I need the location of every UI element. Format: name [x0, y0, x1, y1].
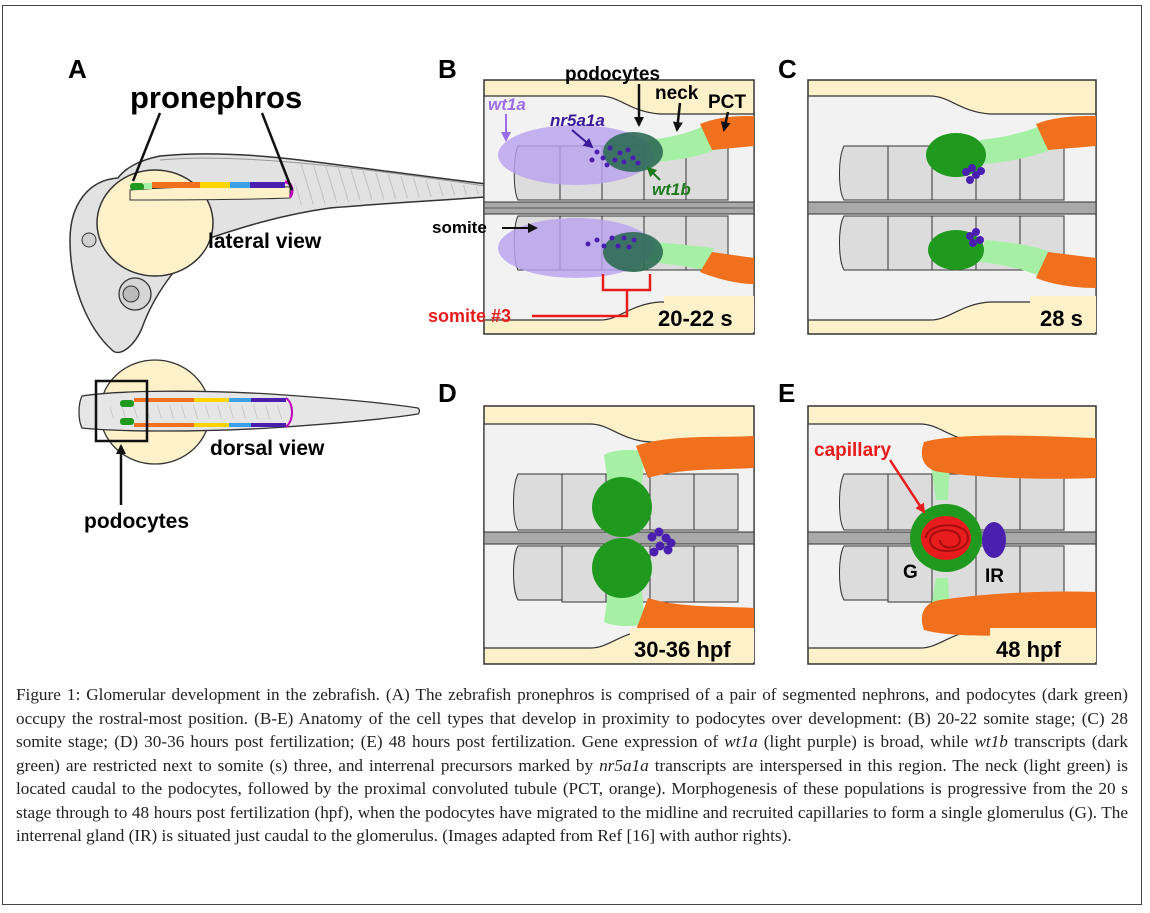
caption-label: Figure 1: — [16, 685, 81, 704]
stage-label-e: 48 hpf — [996, 637, 1061, 662]
panel-d-drawing — [483, 405, 755, 665]
wt1a-label: wt1a — [488, 95, 526, 114]
figure-caption: Figure 1: Glomerular development in the … — [16, 683, 1128, 848]
stage-label-b: 20-22 s — [658, 306, 733, 331]
pronephros-pointer-2 — [260, 112, 294, 191]
somite3-label: somite #3 — [428, 306, 511, 326]
panel-letter-b: B — [438, 54, 457, 84]
panel-letter-c: C — [778, 54, 797, 84]
neck-label: neck — [655, 83, 699, 104]
dorsal-view-label: dorsal view — [210, 437, 325, 460]
podocytes-label-a: podocytes — [84, 510, 189, 533]
lateral-view-label: lateral view — [208, 230, 322, 253]
wt1b-arrow — [646, 166, 661, 181]
somite3-bracket — [532, 274, 652, 318]
podocytes-label-b: podocytes — [565, 64, 660, 85]
panel-b-drawing — [483, 79, 755, 335]
glomerulus-label: G — [903, 562, 918, 583]
capillary-arrow — [888, 459, 926, 514]
caption-text-1: Glomerular development in the zebrafish.… — [16, 685, 1128, 751]
nr5a1a-label: nr5a1a — [550, 111, 605, 130]
pronephros-pointer-1 — [131, 112, 162, 182]
wt1b-label: wt1b — [652, 180, 691, 199]
panel-letter-e: E — [778, 378, 795, 408]
pct-arrow — [720, 111, 731, 132]
caption-text-4: transcripts are interspersed in this reg… — [16, 755, 1128, 846]
panel-e-drawing — [807, 405, 1097, 665]
caption-gene-wt1b: wt1b — [974, 732, 1008, 751]
figure-frame — [2, 5, 1142, 905]
capillary-label: capillary — [814, 440, 892, 461]
panel-letter-d: D — [438, 378, 457, 408]
neck-arrow — [672, 102, 683, 132]
dorsal-embryo — [78, 359, 421, 465]
somite-label: somite — [432, 218, 487, 237]
figure-illustration: A pronephros lateral view — [68, 54, 1097, 665]
panel-letter-a: A — [68, 54, 87, 84]
podocyte-spot-lateral — [130, 183, 144, 190]
pronephros-label: pronephros — [130, 80, 302, 115]
caption-text-3: transcripts (dark green) are restricted … — [16, 732, 1129, 775]
podocyte-box — [94, 379, 149, 443]
nr5a1a-arrow — [571, 129, 594, 149]
stage-label-d: 30-36 hpf — [634, 637, 731, 662]
panel-c-drawing — [807, 79, 1097, 335]
pct-label: PCT — [708, 92, 746, 113]
interrenal-label: IR — [985, 566, 1004, 587]
lateral-embryo — [69, 153, 520, 354]
caption-gene-wt1a: wt1a — [724, 732, 758, 751]
caption-gene-nr5a1a: nr5a1a — [599, 755, 649, 775]
caption-text-2: (light purple) is broad, while — [757, 732, 975, 751]
stage-label-c: 28 s — [1040, 306, 1083, 331]
